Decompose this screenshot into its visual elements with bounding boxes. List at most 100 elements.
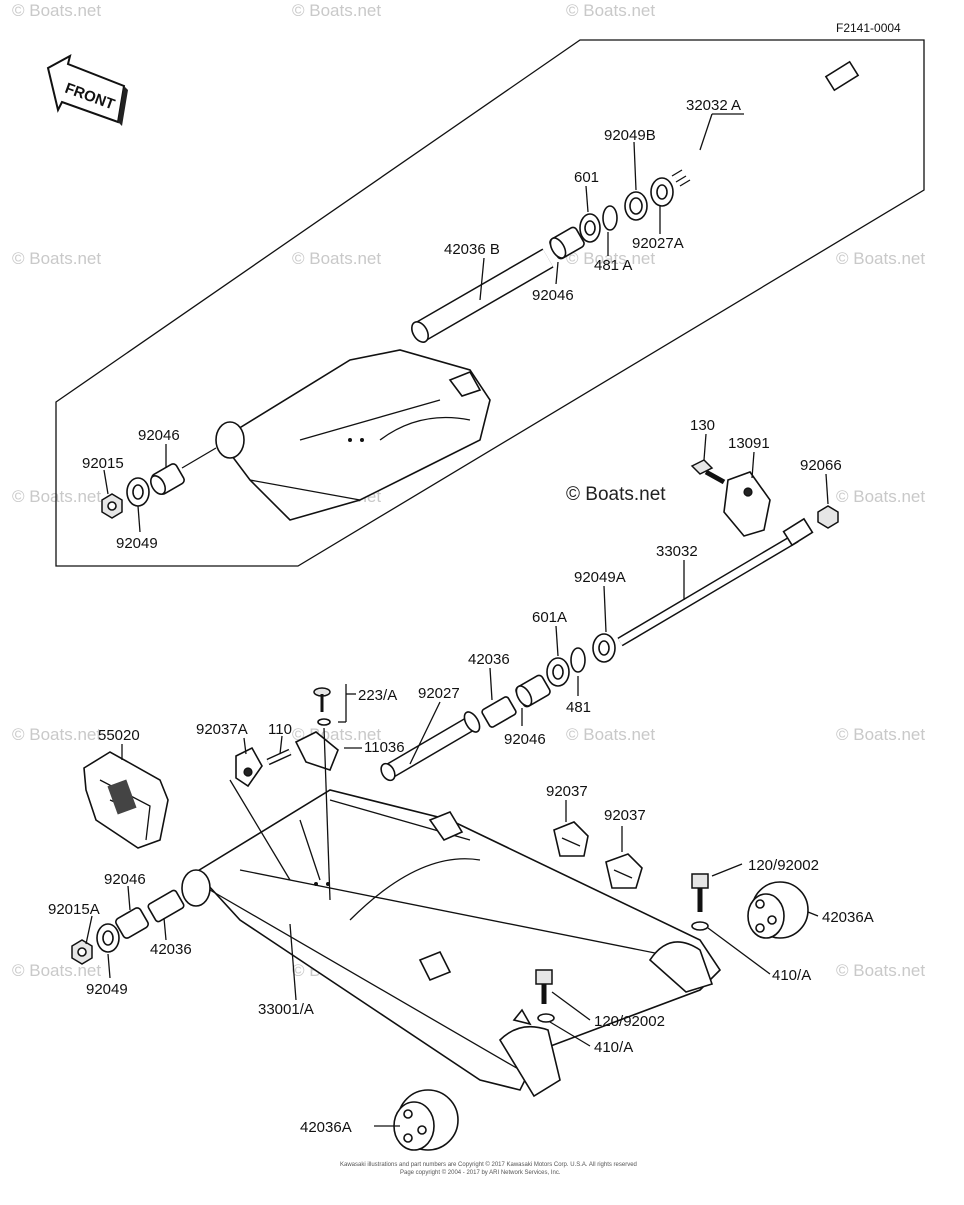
label-92037-2: 92037: [604, 807, 646, 824]
watermark: © Boats.net: [566, 1, 655, 20]
mount-42036a-right: [747, 881, 809, 939]
diagram-id: F2141-0004: [836, 21, 901, 35]
watermark: © Boats.net: [12, 487, 101, 506]
label-11036: 11036: [364, 739, 405, 756]
chain-guard-55020: [83, 751, 169, 849]
label-32032a: 32032 A: [686, 97, 741, 114]
watermark: © Boats.net: [836, 961, 925, 980]
collar-92027: [380, 711, 481, 782]
bearing-92046-left: [115, 907, 149, 939]
bolt-120-92002-top: [691, 873, 709, 931]
watermark: © Boats.net: [836, 249, 925, 268]
watermark: © Boats.net: [566, 725, 655, 744]
swingarm-inset: [215, 349, 491, 521]
bearing-92046-mid: [515, 674, 551, 708]
label-42036b: 42036 B: [444, 241, 500, 258]
label-120-92002-bot: 120/92002: [594, 1013, 665, 1030]
watermark: © Boats.net: [566, 249, 655, 268]
label-92027a: 92027A: [632, 235, 684, 252]
label-92037a: 92037A: [196, 721, 248, 738]
clip-92037-1: [553, 821, 589, 857]
label-33032: 33032: [656, 543, 698, 560]
inset-frame: [55, 39, 925, 567]
label-55020: 55020: [98, 727, 140, 744]
label-33001a: 33001/A: [258, 1001, 314, 1018]
label-92049b: 92049B: [604, 127, 656, 144]
label-223a: 223/A: [358, 687, 397, 704]
label-92046-top: 92046: [532, 287, 574, 304]
label-42036a-bottom: 42036A: [300, 1119, 352, 1136]
label-410a-right: 410/A: [772, 967, 811, 984]
bearing-92046-inset: [149, 463, 185, 495]
watermark: © Boats.net: [292, 249, 381, 268]
label-42036a-right: 42036A: [822, 909, 874, 926]
footer-page-copyright: Page copyright © 2004 - 2017 by ARI Netw…: [400, 1169, 561, 1176]
pivot-shaft-33032: [617, 517, 814, 647]
bearing-92049b: [624, 191, 648, 221]
watermark: © Boats.net: [12, 725, 101, 744]
screw-223a: [313, 687, 331, 726]
label-481a: 481 A: [594, 257, 632, 274]
mount-42036a-bottom: [393, 1089, 459, 1151]
label-601: 601: [574, 169, 599, 186]
watermark: © Boats.net: [836, 487, 925, 506]
label-13091: 13091: [728, 435, 770, 452]
spacer-42036-left: [147, 889, 185, 923]
circlip-481a: [602, 205, 618, 231]
label-92066: 92066: [800, 457, 842, 474]
seal-601: [579, 213, 601, 243]
axis-line: [181, 447, 217, 469]
bolt-130: [690, 459, 726, 485]
watermark: © Boats.net: [836, 725, 925, 744]
front-arrow-icon: FRONT: [46, 54, 128, 126]
collar-92027a: [650, 177, 674, 207]
bearing-92049-inset: [126, 477, 150, 507]
label-601a: 601A: [532, 609, 567, 626]
label-92015a: 92015A: [48, 901, 100, 918]
label-42036-left: 42036: [150, 941, 192, 958]
label-92049a: 92049A: [574, 569, 626, 586]
label-92046-left: 92046: [104, 871, 146, 888]
label-92037-1: 92037: [546, 783, 588, 800]
label-92046-inset: 92046: [138, 427, 180, 444]
label-92015: 92015: [82, 455, 124, 472]
label-110: 110: [268, 721, 292, 738]
label-130: 130: [690, 417, 715, 434]
swingarm-33001a: [181, 789, 722, 1098]
bearing-92046-top: [549, 226, 585, 260]
spacer-42036b: [411, 248, 554, 343]
label-92049-inset: 92049: [116, 535, 158, 552]
label-410a-bottom: 410/A: [594, 1039, 633, 1056]
plate-11036: [294, 731, 339, 771]
footer-copyright: Kawasaki illustrations and part numbers …: [340, 1161, 637, 1168]
watermark: © Boats.net: [12, 249, 101, 268]
nut-92066: [817, 505, 839, 529]
axis-line: [323, 727, 331, 901]
watermark-center: © Boats.net: [566, 484, 666, 505]
label-481: 481: [566, 699, 591, 716]
nut-92015a: [71, 939, 93, 965]
watermark: © Boats.net: [12, 961, 101, 980]
bracket-13091: [723, 471, 771, 537]
seal-601a: [546, 657, 570, 687]
shaft-32032a: [671, 60, 860, 187]
circlip-481: [570, 647, 586, 673]
leader-lines: [85, 113, 829, 1127]
clip-92037-2: [605, 853, 643, 889]
label-92049-left: 92049: [86, 981, 128, 998]
watermark: © Boats.net: [12, 1, 101, 20]
bearing-92049-left: [96, 923, 120, 953]
part-labels: 32032 A 92049B 601 92027A 481 A 42036 B …: [48, 97, 874, 1136]
bearing-92049a: [592, 633, 616, 663]
bolt-110: [266, 748, 292, 766]
clamp-92037a: [235, 746, 263, 788]
label-42036: 42036: [468, 651, 510, 668]
label-120-92002-top: 120/92002: [748, 857, 819, 874]
watermark: © Boats.net: [292, 1, 381, 20]
label-92046-mid: 92046: [504, 731, 546, 748]
nut-92015: [101, 493, 123, 519]
bolt-120-92002-bot: [535, 969, 555, 1023]
label-92027: 92027: [418, 685, 460, 702]
